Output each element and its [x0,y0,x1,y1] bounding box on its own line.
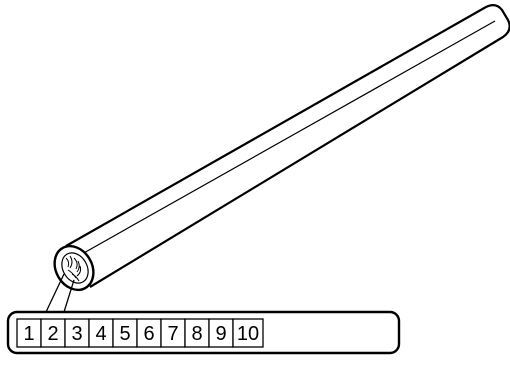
rod-end-inner [61,252,89,284]
label-number-5: 5 [119,323,130,345]
label-number-1: 1 [23,323,34,345]
label-number-10: 10 [237,323,259,345]
rod-highlight [81,20,496,255]
label-cell-2 [40,318,66,348]
label-cell-8 [184,318,210,348]
label-number-9: 9 [215,323,226,345]
label-cell-4 [88,318,114,348]
label-number-8: 8 [191,323,202,345]
label-number-6: 6 [143,323,154,345]
label-number-7: 7 [167,323,178,345]
callout-leader [45,273,75,313]
label-number-4: 4 [95,323,106,345]
label-number-2: 2 [47,323,58,345]
cylinder-rod [53,3,510,292]
label-cell-10 [232,318,264,348]
rod-body [65,3,510,288]
rod-end-wires [65,255,82,282]
label-number-3: 3 [71,323,82,345]
